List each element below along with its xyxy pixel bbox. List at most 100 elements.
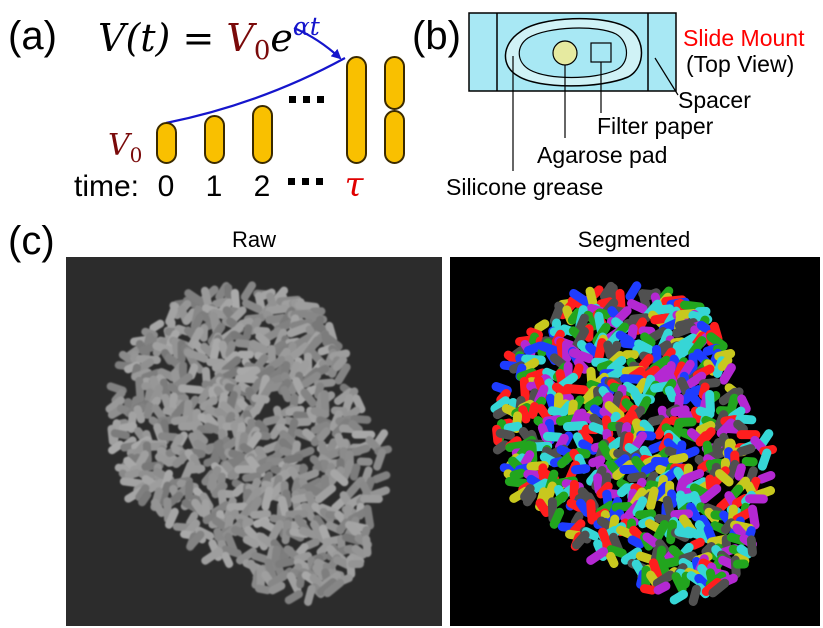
segmented-cell xyxy=(717,355,733,372)
segmented-cell xyxy=(528,402,540,419)
raw-cell xyxy=(184,289,207,307)
segmented-cell xyxy=(570,464,591,475)
segmented-cell xyxy=(635,551,654,564)
segmented-cell xyxy=(694,573,710,589)
raw-cell xyxy=(210,308,230,320)
raw-cell xyxy=(165,507,179,529)
segmented-cell xyxy=(549,507,565,529)
raw-cell xyxy=(340,459,355,482)
raw-cell xyxy=(250,551,269,563)
segmented-cell xyxy=(732,559,749,569)
raw-cell xyxy=(333,388,355,406)
segmented-cell xyxy=(641,461,659,475)
time-tick-1: 1 xyxy=(206,170,223,203)
raw-cell xyxy=(172,451,190,469)
raw-cell xyxy=(186,511,199,527)
raw-cell xyxy=(213,440,228,461)
panel-a-label: (a) xyxy=(8,14,57,58)
segmented-cell xyxy=(639,419,655,435)
raw-cell xyxy=(360,494,383,504)
raw-cell xyxy=(264,558,278,582)
segmented-image xyxy=(450,257,820,626)
segmented-cell xyxy=(736,544,753,559)
raw-cell xyxy=(110,429,130,440)
segmented-cell xyxy=(606,551,619,568)
segmented-cell xyxy=(572,530,590,550)
raw-cell xyxy=(211,481,228,499)
raw-cell xyxy=(199,396,218,411)
raw-cell xyxy=(150,498,166,517)
raw-cell xyxy=(363,504,375,530)
raw-cell xyxy=(203,455,221,467)
cell-t0 xyxy=(156,122,177,164)
segmented-cell xyxy=(699,484,722,504)
raw-cell xyxy=(317,427,331,442)
raw-cell xyxy=(325,438,338,456)
formula-v0-subscript: 0 xyxy=(254,36,271,66)
raw-cell xyxy=(356,457,373,466)
raw-cell xyxy=(298,526,324,541)
raw-cell xyxy=(268,581,286,595)
cells-ellipsis xyxy=(289,96,324,103)
segmented-cell xyxy=(619,374,644,384)
raw-cell xyxy=(133,405,146,424)
segmented-cell xyxy=(650,304,675,316)
segmented-cell xyxy=(570,511,584,527)
raw-cell xyxy=(280,385,292,403)
v0-sub: 0 xyxy=(130,143,143,167)
raw-cell xyxy=(304,584,316,606)
segmented-cell xyxy=(670,509,694,520)
raw-cell xyxy=(334,363,351,385)
raw-cell xyxy=(362,535,372,558)
agarose-pad xyxy=(552,40,578,66)
raw-cell xyxy=(267,344,277,366)
raw-cell xyxy=(323,578,345,598)
cell-t2 xyxy=(252,105,273,164)
segmented-cell xyxy=(490,396,511,414)
segmented-cell xyxy=(581,527,600,541)
segmented-cell xyxy=(625,281,642,301)
raw-cell xyxy=(278,495,290,518)
time-tick-2: 2 xyxy=(254,170,271,203)
segmented-cell xyxy=(678,557,696,572)
raw-cell xyxy=(118,422,138,433)
raw-cell xyxy=(310,421,331,435)
segmented-cell xyxy=(557,451,575,469)
raw-cell xyxy=(203,422,223,435)
segmented-cell xyxy=(706,332,728,351)
segmented-cell xyxy=(708,578,730,598)
raw-cell xyxy=(146,478,165,493)
cell-tau xyxy=(346,56,367,164)
raw-cell xyxy=(178,384,204,394)
segmented-cell xyxy=(627,535,645,549)
raw-cell xyxy=(254,419,269,435)
raw-cell xyxy=(192,429,209,445)
raw-cell xyxy=(124,469,141,480)
raw-cell xyxy=(232,483,247,497)
formula-v0: V xyxy=(226,16,257,60)
spacer-callout-line xyxy=(654,57,679,96)
segmented-cell xyxy=(520,484,535,502)
raw-cell xyxy=(261,486,274,511)
spacer-label: Spacer xyxy=(678,87,751,113)
raw-cell xyxy=(286,572,302,594)
segmented-cell xyxy=(557,372,579,391)
raw-cell xyxy=(235,547,258,565)
raw-cell xyxy=(289,342,310,361)
segmented-cell xyxy=(757,448,772,471)
raw-cell xyxy=(300,388,317,408)
segmented-cell xyxy=(653,581,671,595)
segmented-cell xyxy=(616,525,635,539)
segmented-cell xyxy=(605,436,624,453)
agarose-pad-label: Agarose pad xyxy=(537,142,667,168)
raw-cell xyxy=(351,444,371,456)
raw-cell xyxy=(138,490,152,507)
raw-cell xyxy=(211,360,229,372)
raw-cell xyxy=(258,374,270,399)
panel-c: (c) Raw Segmented xyxy=(8,219,820,626)
segmented-cell xyxy=(503,421,523,433)
raw-cell xyxy=(196,527,215,541)
raw-cell xyxy=(284,590,303,605)
silicone-grease-label: Silicone grease xyxy=(446,174,603,200)
segmented-cell xyxy=(668,452,689,465)
